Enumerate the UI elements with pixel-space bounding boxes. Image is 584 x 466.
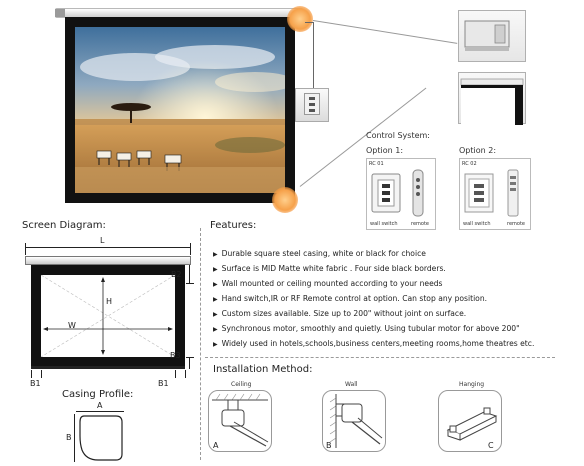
dim-label-h: H [106,297,113,306]
dim-tick-l-left [25,243,26,255]
casing-profile-shape [79,415,123,461]
feature-text: Custom sizes available. Size up to 200" … [221,309,467,318]
dim-label-b2: B2 [171,270,182,279]
install-ceiling-letter: A [213,441,219,450]
rc02-wall-switch-caption: wall switch [463,221,491,227]
casing-profile-title: Casing Profile: [62,389,134,400]
switch-button-up [309,97,315,100]
hanging-mount-icon [446,407,498,441]
install-hanging-label: Hanging [459,381,485,388]
dim-line-l [25,247,191,248]
rc02-remote-caption: remote [507,221,525,227]
casing-dim-line-b [74,414,75,462]
dim-tick-b1-right-outer [175,370,176,378]
dim-line-b3 [189,357,190,369]
screen-corner-detail-photo [458,72,526,125]
install-ceiling-label: Ceiling [231,381,252,388]
feature-text: Wall mounted or ceiling mounted accordin… [221,279,443,288]
rc01-remote-caption: remote [411,221,429,227]
dim-label-l: L [100,236,105,245]
dim-tick-b2-bottom [186,283,194,284]
dim-label-b1-right: B1 [158,379,169,388]
feature-item: ▶Wall mounted or ceiling mounted accordi… [213,279,443,288]
feature-text: Surface is MID Matte white fabric . Four… [221,264,446,273]
casing-highlight-bottom [272,187,298,213]
control-system-title: Control System: [366,131,430,140]
dim-tick-b1-right-inner [185,370,186,378]
install-wall-label: Wall [345,381,358,388]
casing-label-a: A [97,401,103,410]
rc02-wall-switch-icon [464,173,494,213]
feature-item: ▶Custom sizes available. Size up to 200"… [213,309,467,318]
feature-text: Durable square steel casing, white or bl… [221,249,426,258]
switch-button-stop [309,103,315,106]
dim-tick-b1-left-inner [41,370,42,378]
diagram-measure-lines [41,275,175,357]
section-divider-horizontal [205,357,555,358]
feature-item: ▶Durable square steel casing, white or b… [213,249,426,258]
feature-text: Hand switch,IR or RF Remote control at o… [221,294,488,303]
feature-text: Widely used in hotels,schools,business c… [221,339,535,348]
rc01-wall-switch-icon [371,173,401,213]
dim-tick-b3-top [186,357,194,358]
rc01-wall-switch-caption: wall switch [370,221,398,227]
screen-savanna-image [75,27,285,193]
dim-label-b3: B3 [170,351,181,360]
casing-label-b: B [66,433,72,442]
features-title: Features: [210,220,257,231]
switch-cable [305,22,314,90]
section-divider-vertical [200,228,201,460]
feature-item: ▶Surface is MID Matte white fabric . Fou… [213,264,446,273]
wall-mount-icon [329,394,383,448]
option-1-label: Option 1: [366,146,404,155]
dim-tick-l-right [190,243,191,255]
feature-item: ▶Synchronous motor, smoothly and quietly… [213,324,520,333]
install-hanging-letter: C [488,441,494,450]
ceiling-mount-icon [212,393,269,447]
option-2-label: Option 2: [459,146,497,155]
dim-tick-b1-left-outer [31,370,32,378]
installation-title: Installation Method: [213,364,313,375]
casing-highlight-top [287,6,313,32]
casing-dim-line-a [76,411,124,412]
feature-item: ▶Hand switch,IR or RF Remote control at … [213,294,488,303]
feature-text: Synchronous motor, smoothly and quietly.… [221,324,520,333]
diagram-casing [25,256,191,265]
rc02-panel [459,158,531,230]
feature-item: ▶Widely used in hotels,schools,business … [213,339,535,348]
dim-label-w: W [68,321,76,330]
casing-end-cap [55,9,65,17]
switch-button-down [309,109,315,112]
casing-detail-photo [458,10,526,62]
rc02-code: RC 02 [462,161,477,167]
screen-diagram-title: Screen Diagram: [22,220,106,231]
rc02-remote-icon [507,169,519,217]
dim-label-b1-left: B1 [30,379,41,388]
diagram-bottom-bar [31,366,185,369]
rc01-remote-icon [412,169,424,217]
detail-leader-line-1 [312,20,458,44]
rc01-code: RC 01 [369,161,384,167]
dim-line-b2 [189,265,190,284]
install-wall-letter: B [326,441,332,450]
